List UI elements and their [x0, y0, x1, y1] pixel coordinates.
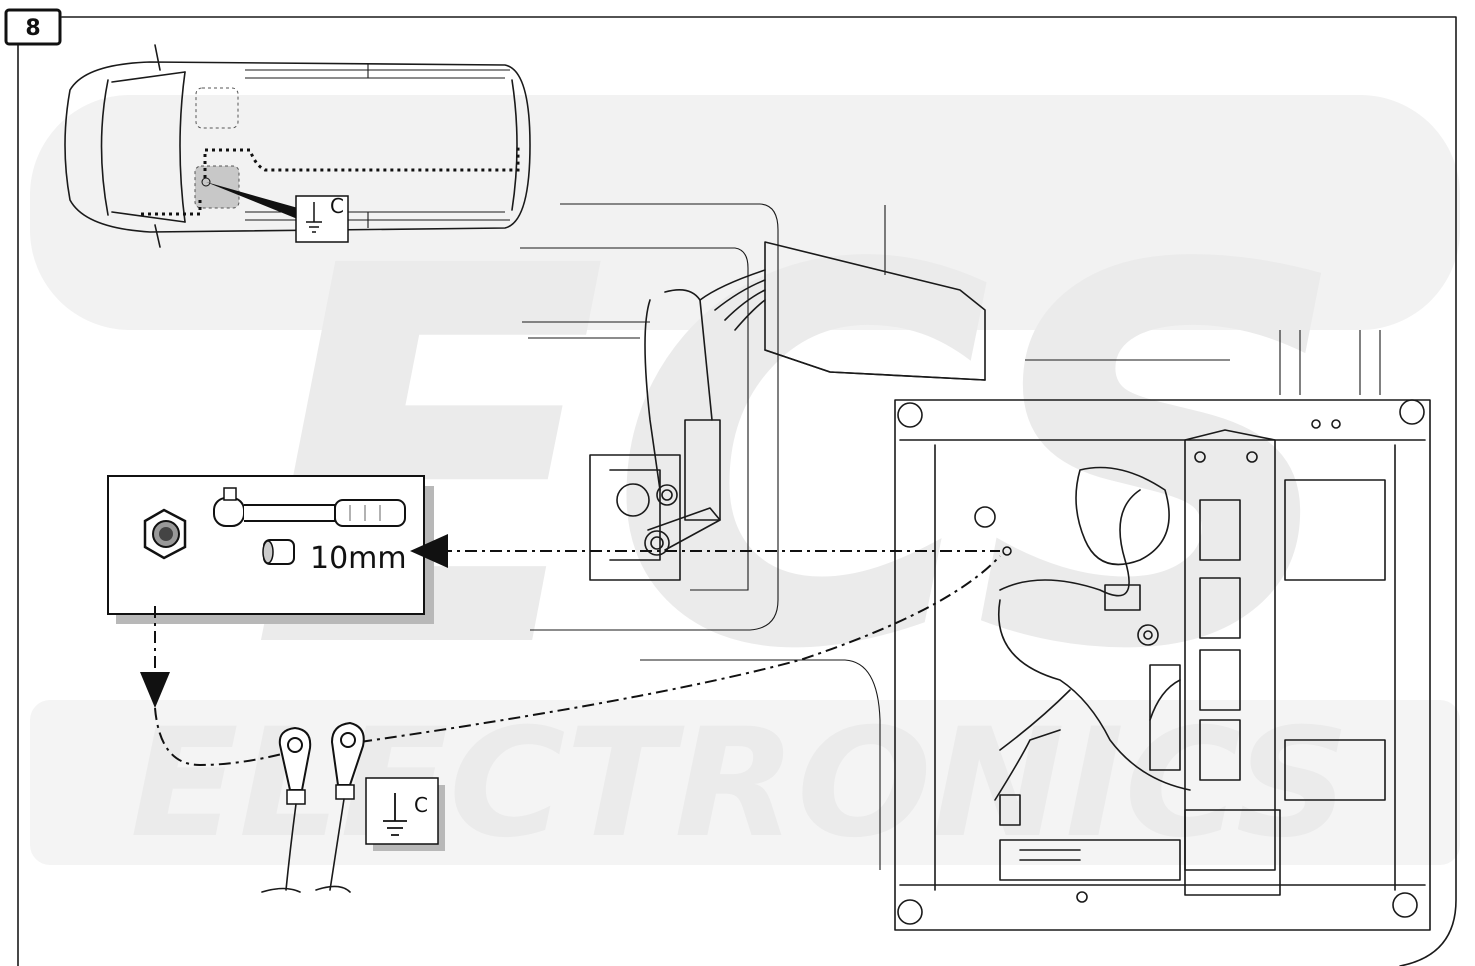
ring-terminal-icon — [329, 721, 365, 891]
page-frame — [17, 16, 1457, 966]
watermark-logo: ECS — [250, 157, 1350, 763]
leader-lines — [140, 534, 1001, 767]
tool-panel: 10mm — [107, 475, 434, 624]
ground-label-text: C — [414, 793, 428, 817]
step-badge: 8 — [4, 8, 62, 46]
ratchet-wrench-icon — [213, 487, 406, 527]
ground-label-van: C — [295, 194, 349, 243]
seat-frame-detail — [894, 330, 1431, 931]
battery-detail — [520, 203, 1230, 870]
van-top-view — [64, 44, 531, 248]
ring-terminal-icon — [278, 726, 312, 891]
arrow-head-icon — [410, 534, 448, 568]
socket-icon — [262, 539, 295, 565]
watermark: ECS ELECTRONICS — [30, 95, 1460, 871]
watermark-text: ELECTRONICS — [130, 697, 1350, 871]
ground-symbol-icon — [306, 202, 322, 233]
ring-terminals — [261, 721, 365, 893]
ground-label-text: C — [330, 194, 344, 218]
hex-nut-icon — [143, 508, 187, 560]
arrow-head-icon — [140, 672, 170, 708]
ground-symbol-icon — [383, 793, 407, 836]
step-number: 8 — [25, 16, 40, 41]
tool-size-label: 10mm — [310, 541, 407, 576]
ground-label-terminal: C — [365, 777, 445, 851]
